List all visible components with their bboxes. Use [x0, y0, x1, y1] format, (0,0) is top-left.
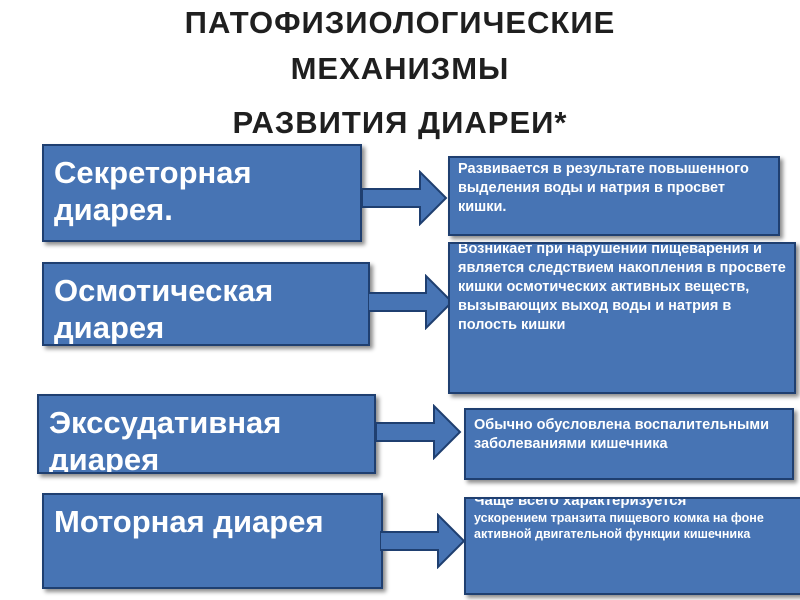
arrow-right-icon: [376, 404, 462, 460]
arrow-right-icon: [362, 170, 448, 226]
osmotic-diarrhea-box: Осмотическая диарея: [42, 262, 370, 346]
arrow-right-icon: [380, 513, 466, 569]
secretory-diarrhea-box: Секреторная диарея.: [42, 144, 362, 242]
motor-description-text: ускорением транзита пищевого комка на фо…: [474, 511, 764, 541]
osmotic-description-box: Возникает при нарушении пищеварения и яв…: [448, 242, 796, 394]
title-line-2: МЕХАНИЗМЫ: [290, 51, 510, 86]
motor-description-box: Чаще всего характеризуется ускорением тр…: [464, 497, 800, 595]
motor-diarrhea-box: Моторная диарея: [42, 493, 383, 589]
exudative-description-box: Обычно обусловлена воспалительными забол…: [464, 408, 794, 480]
arrow-right-icon: [368, 274, 454, 330]
motor-description-heading: Чаще всего характеризуется: [474, 497, 687, 509]
secretory-description-box: Развивается в результате повышенного выд…: [448, 156, 780, 236]
osmotic-description-text: Возникает при нарушении пищеварения и яв…: [458, 242, 786, 333]
exudative-description-text: Обычно обусловлена воспалительными забол…: [474, 417, 770, 452]
title-line-3: РАЗВИТИЯ ДИАРЕИ*: [232, 105, 568, 140]
exudative-diarrhea-box: Экссудативная диарея: [37, 394, 376, 474]
title-line-1: ПАТОФИЗИОЛОГИЧЕСКИЕ: [184, 5, 616, 40]
